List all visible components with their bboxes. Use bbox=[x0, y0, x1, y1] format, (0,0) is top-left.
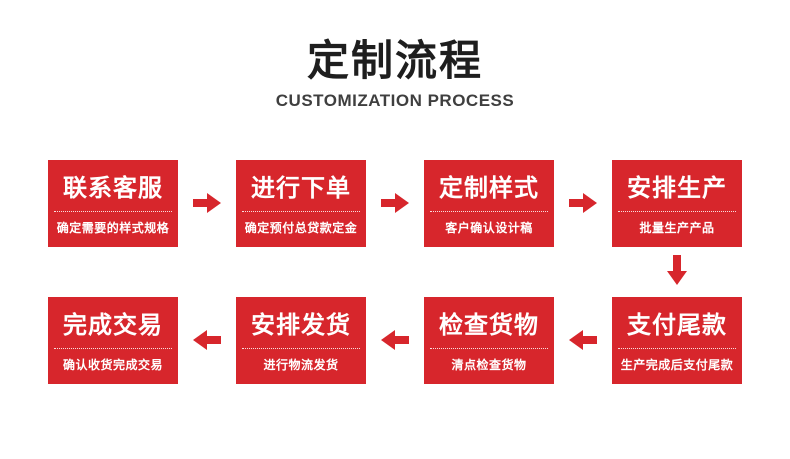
step-description: 确定预付总贷款定金 bbox=[244, 221, 358, 235]
step-box-inspect-goods: 检查货物 清点检查货物 bbox=[424, 297, 554, 384]
step-title: 检查货物 bbox=[439, 312, 539, 339]
dotted-divider bbox=[618, 211, 736, 212]
page-subtitle: CUSTOMIZATION PROCESS bbox=[275, 91, 515, 111]
step-box-complete-transaction: 完成交易 确认收货完成交易 bbox=[48, 297, 178, 384]
dotted-divider bbox=[430, 211, 548, 212]
step-title: 支付尾款 bbox=[627, 312, 727, 339]
step-box-pay-balance: 支付尾款 生产完成后支付尾款 bbox=[612, 297, 742, 384]
step-box-arrange-production: 安排生产 批量生产产品 bbox=[612, 160, 742, 247]
page-title: 定制流程 bbox=[306, 37, 483, 84]
arrow-right-icon bbox=[569, 193, 597, 213]
step-description: 清点检查货物 bbox=[451, 358, 527, 372]
arrow-left-icon bbox=[569, 330, 597, 350]
step-description: 客户确认设计稿 bbox=[445, 221, 533, 235]
step-box-place-order: 进行下单 确定预付总贷款定金 bbox=[236, 160, 366, 247]
step-description: 确定需要的样式规格 bbox=[56, 221, 170, 235]
dotted-divider bbox=[430, 348, 548, 349]
step-description: 批量生产产品 bbox=[639, 221, 715, 235]
step-title: 定制样式 bbox=[439, 175, 539, 202]
step-description: 确认收货完成交易 bbox=[62, 358, 163, 372]
step-box-contact-service: 联系客服 确定需要的样式规格 bbox=[48, 160, 178, 247]
dotted-divider bbox=[54, 348, 172, 349]
step-box-custom-style: 定制样式 客户确认设计稿 bbox=[424, 160, 554, 247]
arrow-left-icon bbox=[193, 330, 221, 350]
diagram-header: 定制流程 CUSTOMIZATION PROCESS bbox=[0, 37, 790, 111]
dotted-divider bbox=[54, 211, 172, 212]
step-title: 联系客服 bbox=[63, 175, 163, 202]
step-title: 进行下单 bbox=[251, 175, 351, 202]
step-title: 安排发货 bbox=[251, 312, 351, 339]
step-title: 完成交易 bbox=[63, 312, 163, 339]
step-box-arrange-shipping: 安排发货 进行物流发货 bbox=[236, 297, 366, 384]
step-description: 生产完成后支付尾款 bbox=[620, 358, 734, 372]
arrow-right-icon bbox=[193, 193, 221, 213]
step-description: 进行物流发货 bbox=[263, 358, 339, 372]
arrow-left-icon bbox=[381, 330, 409, 350]
arrow-down-icon bbox=[667, 255, 687, 285]
dotted-divider bbox=[618, 348, 736, 349]
arrow-right-icon bbox=[381, 193, 409, 213]
dotted-divider bbox=[242, 211, 360, 212]
dotted-divider bbox=[242, 348, 360, 349]
step-title: 安排生产 bbox=[627, 175, 727, 202]
